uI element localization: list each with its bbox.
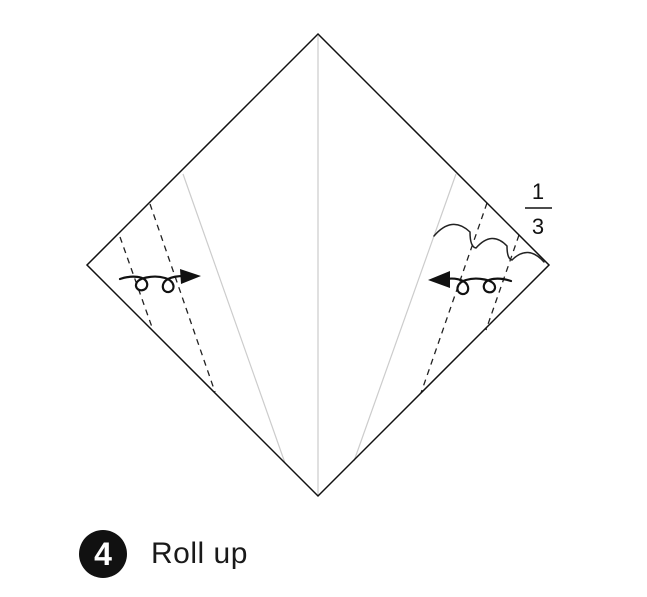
left-inner-dashed-line — [149, 203, 216, 393]
left-roll-arrow — [118, 269, 201, 294]
right-inner-dashed-line — [420, 202, 488, 394]
left-inner-fold-line — [182, 173, 286, 464]
fraction-denominator: 3 — [532, 214, 544, 239]
paper-outline — [85, 32, 551, 498]
step-number-badge: 4 — [79, 530, 127, 578]
right-roll-arrow — [428, 271, 513, 296]
step-instruction-label: Roll up — [151, 537, 248, 570]
thirds-measure-arcs — [433, 223, 545, 263]
right-inner-fold-line — [353, 173, 457, 462]
right-outer-dashed-line — [485, 234, 520, 331]
fraction-numerator: 1 — [532, 179, 544, 204]
